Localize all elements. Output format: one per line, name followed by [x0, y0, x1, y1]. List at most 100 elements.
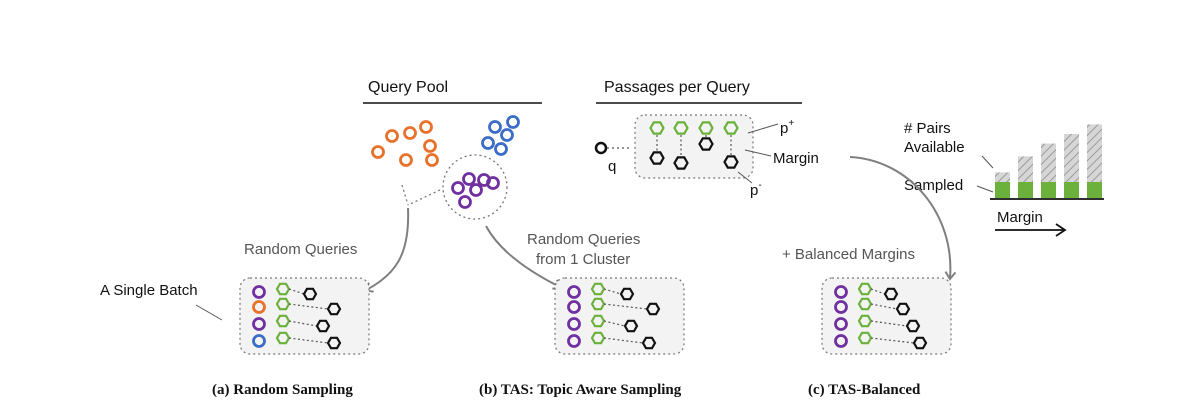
- batch-query-icon: [834, 285, 848, 299]
- query-icon: [594, 141, 608, 155]
- batch-pair-link: [870, 337, 915, 344]
- batch-negative-icon: [326, 336, 342, 350]
- query-pool-heading: Query Pool: [368, 79, 448, 96]
- batch-negative-icon: [641, 336, 657, 350]
- negative-passage-icon: [649, 151, 665, 165]
- orange-query-icon: [399, 153, 413, 167]
- sampled-label: Sampled: [904, 177, 963, 194]
- single-batch-pointer: [195, 304, 223, 321]
- pairs-available-label-line2: Available: [904, 139, 965, 156]
- purple-query-cluster: [451, 172, 500, 209]
- caption-c: (c) TAS-Balanced: [808, 382, 921, 398]
- blue-query-cluster: [481, 115, 520, 156]
- caption-a: (a) Random Sampling: [212, 382, 353, 398]
- p-minus-pointer: [737, 171, 753, 184]
- orange-query-icon: [403, 126, 417, 140]
- flow-arrows: Random Queries Random Queries from 1 Clu…: [100, 156, 957, 321]
- blue-query-icon: [481, 136, 495, 150]
- batch-query-icon: [834, 300, 848, 314]
- batch-query-icon: [567, 334, 581, 348]
- orange-query-icon: [423, 139, 437, 153]
- orange-query-icon: [425, 153, 439, 167]
- margin-axis-label: Margin: [997, 209, 1043, 226]
- positive-passage-icon: [673, 121, 689, 135]
- batch-negative-icon: [883, 287, 899, 301]
- positive-passage-icon: [723, 121, 739, 135]
- balanced-label: + Balanced Margins: [782, 246, 915, 263]
- batch-negative-icon: [326, 302, 342, 316]
- purple-query-icon: [458, 195, 472, 209]
- batch-positive-icon: [857, 314, 873, 328]
- passage-hexagons: [649, 121, 739, 170]
- batch-positive-icon: [275, 297, 291, 311]
- orange-query-icon: [371, 145, 385, 159]
- batch-positive-icon: [590, 331, 606, 345]
- batch-box: [554, 277, 685, 355]
- negative-passage-icon: [723, 155, 739, 169]
- cluster-label-line1: Random Queries: [527, 231, 640, 248]
- batch-negative-icon: [315, 319, 331, 333]
- batch-query-icon: [252, 317, 266, 331]
- purple-query-icon: [451, 181, 465, 195]
- batch-pair-link: [603, 288, 622, 295]
- sampled-bar: [1064, 182, 1079, 198]
- sampled-bar: [995, 182, 1010, 198]
- p-plus-label: p+: [780, 118, 794, 137]
- query-pool: Query Pool: [363, 79, 542, 220]
- single-batch-label: A Single Batch: [100, 282, 198, 299]
- batch-box: [821, 277, 952, 355]
- batch-positive-icon: [590, 314, 606, 328]
- batch-negative-icon: [905, 319, 921, 333]
- sampled-bar: [1018, 182, 1033, 198]
- margin-axis-arrow-head: [1055, 223, 1067, 237]
- sampled-bar: [1041, 182, 1056, 198]
- positive-passage-icon: [649, 121, 665, 135]
- blue-query-icon: [488, 120, 502, 134]
- batch-query-icon: [567, 300, 581, 314]
- available-bar: [995, 172, 1010, 182]
- batch-query-icon: [834, 334, 848, 348]
- batch-pair-link: [288, 303, 329, 310]
- batch-positive-icon: [275, 282, 291, 296]
- available-bar: [1041, 143, 1056, 182]
- batch-positive-icon: [857, 282, 873, 296]
- sampled-bar: [1087, 182, 1102, 198]
- batch-negative-icon: [302, 287, 318, 301]
- batch-positive-icon: [857, 297, 873, 311]
- cluster-label-line2: from 1 Cluster: [536, 251, 630, 268]
- arrow-cluster: [485, 225, 563, 290]
- caption-b: (b) TAS: Topic Aware Sampling: [479, 382, 682, 398]
- batch-negative-icon: [645, 302, 661, 316]
- p-minus-label: p-: [750, 180, 762, 199]
- batch-tas-balanced: [821, 277, 952, 355]
- batch-pair-link: [288, 337, 329, 344]
- arrow-random-queries: [363, 207, 410, 293]
- bars: [995, 124, 1102, 198]
- available-bar: [1018, 156, 1033, 182]
- margin-pointer: [744, 149, 772, 157]
- batch-pair-link: [603, 337, 644, 344]
- random-pick-line-1: [401, 184, 409, 206]
- batch-topic-aware-sampling: [554, 277, 685, 355]
- pairs-available-label-line1: # Pairs: [904, 120, 951, 137]
- orange-query-cluster: [371, 120, 439, 167]
- batch-positive-icon: [590, 297, 606, 311]
- batch-negative-icon: [619, 287, 635, 301]
- random-pick-line-2: [407, 189, 441, 206]
- passages-heading: Passages per Query: [604, 79, 750, 96]
- margin-bar-chart: # Pairs Available Sampled Margin: [904, 120, 1104, 237]
- batch-box: [239, 277, 370, 355]
- batch-pair-link: [603, 303, 648, 310]
- batch-positive-icon: [590, 282, 606, 296]
- batch-query-icon: [252, 334, 266, 348]
- batch-query-icon: [567, 317, 581, 331]
- batch-negative-icon: [895, 302, 911, 316]
- batch-negative-icon: [912, 336, 928, 350]
- p-plus-pointer: [747, 123, 779, 134]
- arrow-balanced: [849, 156, 957, 281]
- batch-random-sampling: [239, 277, 370, 355]
- positive-passage-icon: [698, 121, 714, 135]
- negative-passage-icon: [673, 156, 689, 170]
- passages-per-query: Passages per Query q p+ Margin p-: [594, 79, 819, 199]
